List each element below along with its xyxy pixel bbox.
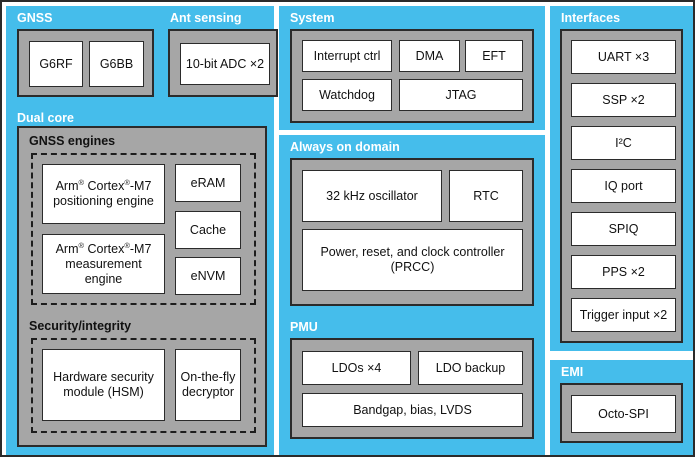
block-prcc[interactable]: Power, reset, and clock controller (PRCC…: [302, 229, 523, 291]
container-gnss: G6RF G6BB: [17, 29, 154, 97]
block-rtc[interactable]: RTC: [449, 170, 523, 222]
subgroup-title-security-integrity: Security/integrity: [29, 319, 132, 333]
container-emi: Octo-SPI: [560, 383, 683, 443]
container-ant-sensing: 10-bit ADC ×2: [168, 29, 278, 97]
group-title-pmu: PMU: [290, 320, 318, 334]
block-32khz-oscillator[interactable]: 32 kHz oscillator: [302, 170, 442, 222]
cortex-positioning-line2: positioning engine: [53, 194, 154, 208]
block-cortex-m7-measurement-engine[interactable]: Arm® Cortex®-M7 measurement engine: [42, 234, 165, 294]
group-title-always-on-domain: Always on domain: [290, 140, 400, 154]
block-jtag[interactable]: JTAG: [399, 79, 523, 111]
cortex-positioning-line1: Arm® Cortex®-M7: [55, 177, 152, 193]
container-interfaces: UART ×3 SSP ×2 I²C IQ port SPIQ PPS ×2 T…: [560, 29, 683, 343]
block-g6bb[interactable]: G6BB: [89, 41, 144, 87]
container-pmu: LDOs ×4 LDO backup Bandgap, bias, LVDS: [290, 338, 534, 439]
panel-system: System Interrupt ctrl DMA EFT Watchdog J…: [279, 6, 545, 130]
group-title-system: System: [290, 11, 335, 25]
block-octo-spi[interactable]: Octo-SPI: [571, 395, 676, 433]
container-system: Interrupt ctrl DMA EFT Watchdog JTAG: [290, 29, 534, 123]
dashed-group-gnss-engines: Arm® Cortex®-M7 positioning engine Arm® …: [31, 153, 256, 305]
panel-always-on-pmu: Always on domain 32 kHz oscillator RTC P…: [279, 135, 545, 455]
container-dual-core: GNSS engines Arm® Cortex®-M7 positioning…: [17, 126, 267, 447]
block-spiq[interactable]: SPIQ: [571, 212, 676, 246]
panel-emi: EMI Octo-SPI: [550, 360, 693, 455]
block-i2c[interactable]: I²C: [571, 126, 676, 160]
dashed-group-security: Hardware security module (HSM) On-the-fl…: [31, 338, 256, 433]
group-title-ant-sensing: Ant sensing: [170, 11, 242, 25]
block-eft[interactable]: EFT: [465, 40, 523, 72]
block-ldos-x4[interactable]: LDOs ×4: [302, 351, 411, 385]
container-always-on-domain: 32 kHz oscillator RTC Power, reset, and …: [290, 158, 534, 306]
subgroup-title-gnss-engines: GNSS engines: [29, 134, 116, 148]
block-uart-x3[interactable]: UART ×3: [571, 40, 676, 74]
block-trigger-input-x2[interactable]: Trigger input ×2: [571, 298, 676, 332]
block-pps-x2[interactable]: PPS ×2: [571, 255, 676, 289]
block-hardware-security-module[interactable]: Hardware security module (HSM): [42, 349, 165, 421]
block-envm[interactable]: eNVM: [175, 257, 241, 295]
block-on-the-fly-decryptor[interactable]: On-the-fly decryptor: [175, 349, 241, 421]
cortex-measurement-line1: Arm® Cortex®-M7: [55, 240, 152, 256]
group-title-gnss: GNSS: [17, 11, 53, 25]
block-cortex-m7-positioning-engine[interactable]: Arm® Cortex®-M7 positioning engine: [42, 164, 165, 224]
panel-interfaces: Interfaces UART ×3 SSP ×2 I²C IQ port SP…: [550, 6, 693, 351]
group-title-dual-core: Dual core: [17, 111, 74, 125]
block-dma[interactable]: DMA: [399, 40, 460, 72]
block-iq-port[interactable]: IQ port: [571, 169, 676, 203]
block-ssp-x2[interactable]: SSP ×2: [571, 83, 676, 117]
group-title-interfaces: Interfaces: [561, 11, 621, 25]
block-bandgap-bias-lvds[interactable]: Bandgap, bias, LVDS: [302, 393, 523, 427]
block-ldo-backup[interactable]: LDO backup: [418, 351, 523, 385]
block-cache[interactable]: Cache: [175, 211, 241, 249]
group-title-emi: EMI: [561, 365, 584, 379]
block-10-bit-adc[interactable]: 10-bit ADC ×2: [180, 43, 270, 85]
block-eram[interactable]: eRAM: [175, 164, 241, 202]
block-watchdog[interactable]: Watchdog: [302, 79, 392, 111]
block-g6rf[interactable]: G6RF: [29, 41, 83, 87]
cortex-measurement-line2: measurement engine: [65, 256, 142, 286]
block-interrupt-ctrl[interactable]: Interrupt ctrl: [302, 40, 392, 72]
panel-left-column: GNSS Ant sensing G6RF G6BB 10-bit ADC ×2…: [6, 6, 278, 455]
